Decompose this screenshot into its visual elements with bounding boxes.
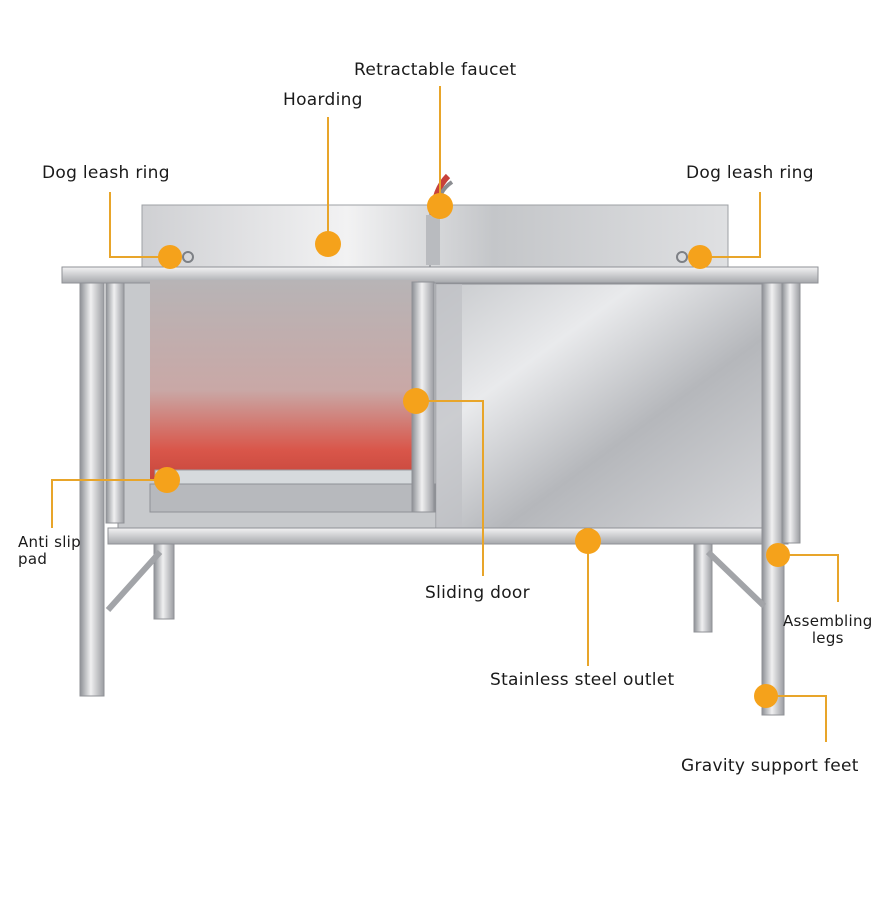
label-assembling-legs-line1: Assembling (783, 612, 873, 630)
label-anti-slip-pad-line1: Anti slip (18, 533, 81, 551)
sliding-door-panel (435, 283, 771, 529)
label-hoarding: Hoarding (283, 90, 363, 110)
marker-sliding-door (403, 388, 429, 414)
marker-anti-slip (154, 467, 180, 493)
marker-leash-left (158, 245, 182, 269)
label-dog-leash-ring-right: Dog leash ring (686, 163, 814, 183)
leader-anti-slip (51, 479, 168, 528)
leader-leash-right (700, 192, 761, 258)
marker-feet (754, 684, 778, 708)
leader-lines (51, 86, 839, 742)
marker-outlet (575, 528, 601, 554)
marker-leash-right (688, 245, 712, 269)
anti-slip-pad (154, 469, 416, 485)
label-dog-leash-ring-left: Dog leash ring (42, 163, 170, 183)
label-assembling-legs: Assembling legs (783, 612, 873, 648)
label-anti-slip-pad-line2: pad (18, 550, 48, 569)
label-assembling-legs-line2: legs (811, 629, 844, 648)
label-sliding-door: Sliding door (425, 583, 530, 603)
label-anti-slip-pad: Anti slip pad (18, 533, 81, 569)
tub-interior (150, 280, 418, 480)
marker-assembling (766, 543, 790, 567)
marker-faucet (427, 193, 453, 219)
legs (79, 282, 801, 716)
leader-sliding-door (416, 400, 484, 576)
label-stainless-steel-outlet: Stainless steel outlet (490, 670, 675, 690)
label-gravity-support-feet: Gravity support feet (681, 756, 859, 776)
leader-assembling (778, 554, 839, 602)
markers (154, 193, 790, 708)
outlet-rail (107, 527, 789, 545)
leader-feet (766, 695, 827, 742)
marker-hoarding (315, 231, 341, 257)
label-retractable-faucet: Retractable faucet (354, 60, 517, 80)
leader-leash-left (109, 192, 170, 258)
